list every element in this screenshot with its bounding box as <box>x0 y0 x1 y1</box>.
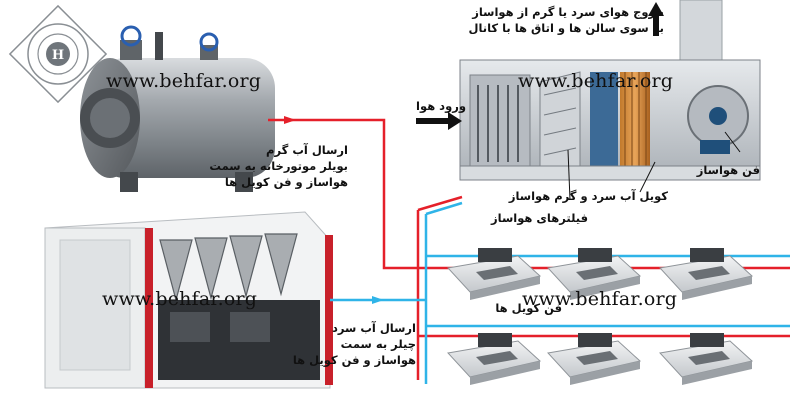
chiller-supply-label-line: هواساز و فن کویل ها <box>292 353 416 367</box>
right-arrow-icon <box>416 112 462 130</box>
air-outlet-label: خروج هوای سرد یا گرم از هواساز به سوی سا… <box>468 4 664 36</box>
boiler-supply-label-line: ارسال آب گرم <box>266 143 348 157</box>
watermark: www.behfar.org <box>522 288 678 310</box>
leader-lines <box>567 131 741 201</box>
ahu-filters-label: فیلترهای هواساز <box>491 211 588 225</box>
fan-coil-unit <box>547 333 642 385</box>
watermark: www.behfar.org <box>102 288 258 310</box>
fan-coil-unit <box>659 333 754 385</box>
boiler-supply-label-line: هواساز و فن کویل ها <box>224 175 348 189</box>
cold-flow-arrow-icon <box>372 296 384 304</box>
fan-coil-unit <box>547 248 642 300</box>
fan-coil-unit <box>447 333 542 385</box>
watermark: www.behfar.org <box>106 70 262 92</box>
fan-coil-units <box>447 248 754 385</box>
boiler-supply-label: ارسال آب گرم بویلر موتورخانه به سمت هواس… <box>209 142 348 190</box>
ahu-coil-label: کویل آب سرد و گرم هواساز <box>508 189 668 203</box>
fan-coil-unit <box>447 248 542 300</box>
fan-coil-unit <box>659 248 754 300</box>
up-arrow-icon <box>648 2 664 36</box>
chiller <box>44 211 333 389</box>
logo-emblem: H <box>8 4 108 104</box>
air-inlet-label: ورود هوا <box>416 99 466 113</box>
air-handling-unit <box>459 0 761 181</box>
air-outlet-label-line: خروج هوای سرد یا گرم از هواساز <box>472 5 664 19</box>
ahu-fan-label: فن هواساز <box>696 163 760 177</box>
chiller-supply-label: ارسال آب سرد چیلر به سمت هواساز و فن کوی… <box>293 320 416 368</box>
logo-letter: H <box>52 48 64 63</box>
chiller-supply-label-line: چیلر به سمت <box>340 337 416 351</box>
boiler <box>80 25 275 192</box>
air-outlet-label-line: به سوی سالن ها و اتاق ها با کانال <box>468 21 664 35</box>
hot-flow-arrow-icon <box>284 116 296 124</box>
boiler-supply-label-line: بویلر موتورخانه به سمت <box>209 159 348 173</box>
fan-coils-label: فن کویل ها <box>495 301 562 315</box>
watermark: www.behfar.org <box>518 70 674 92</box>
chiller-supply-label-line: ارسال آب سرد <box>331 321 416 335</box>
